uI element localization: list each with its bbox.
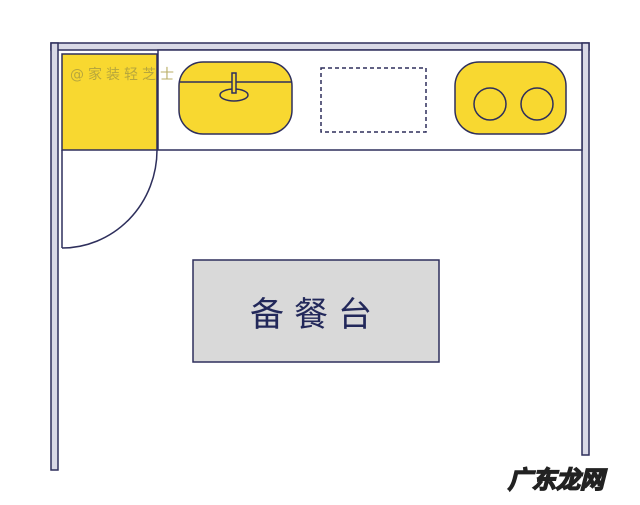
prep-area: [320, 67, 427, 133]
faucet-icon: [231, 72, 237, 94]
sink: [178, 61, 293, 135]
site-logo: 广东龙网: [507, 465, 605, 495]
stove: [454, 61, 567, 135]
serving-table-label: 备餐台: [250, 294, 382, 335]
wall-right: [581, 42, 590, 456]
cabinet: [61, 53, 158, 151]
burner-icon: [520, 87, 554, 121]
burner-icon: [473, 87, 507, 121]
serving-table: [192, 259, 440, 363]
wall-left: [50, 42, 59, 471]
watermark: @家装轻芝士: [70, 67, 178, 83]
wall-top: [50, 42, 590, 51]
door-swing-arc: [61, 149, 158, 249]
